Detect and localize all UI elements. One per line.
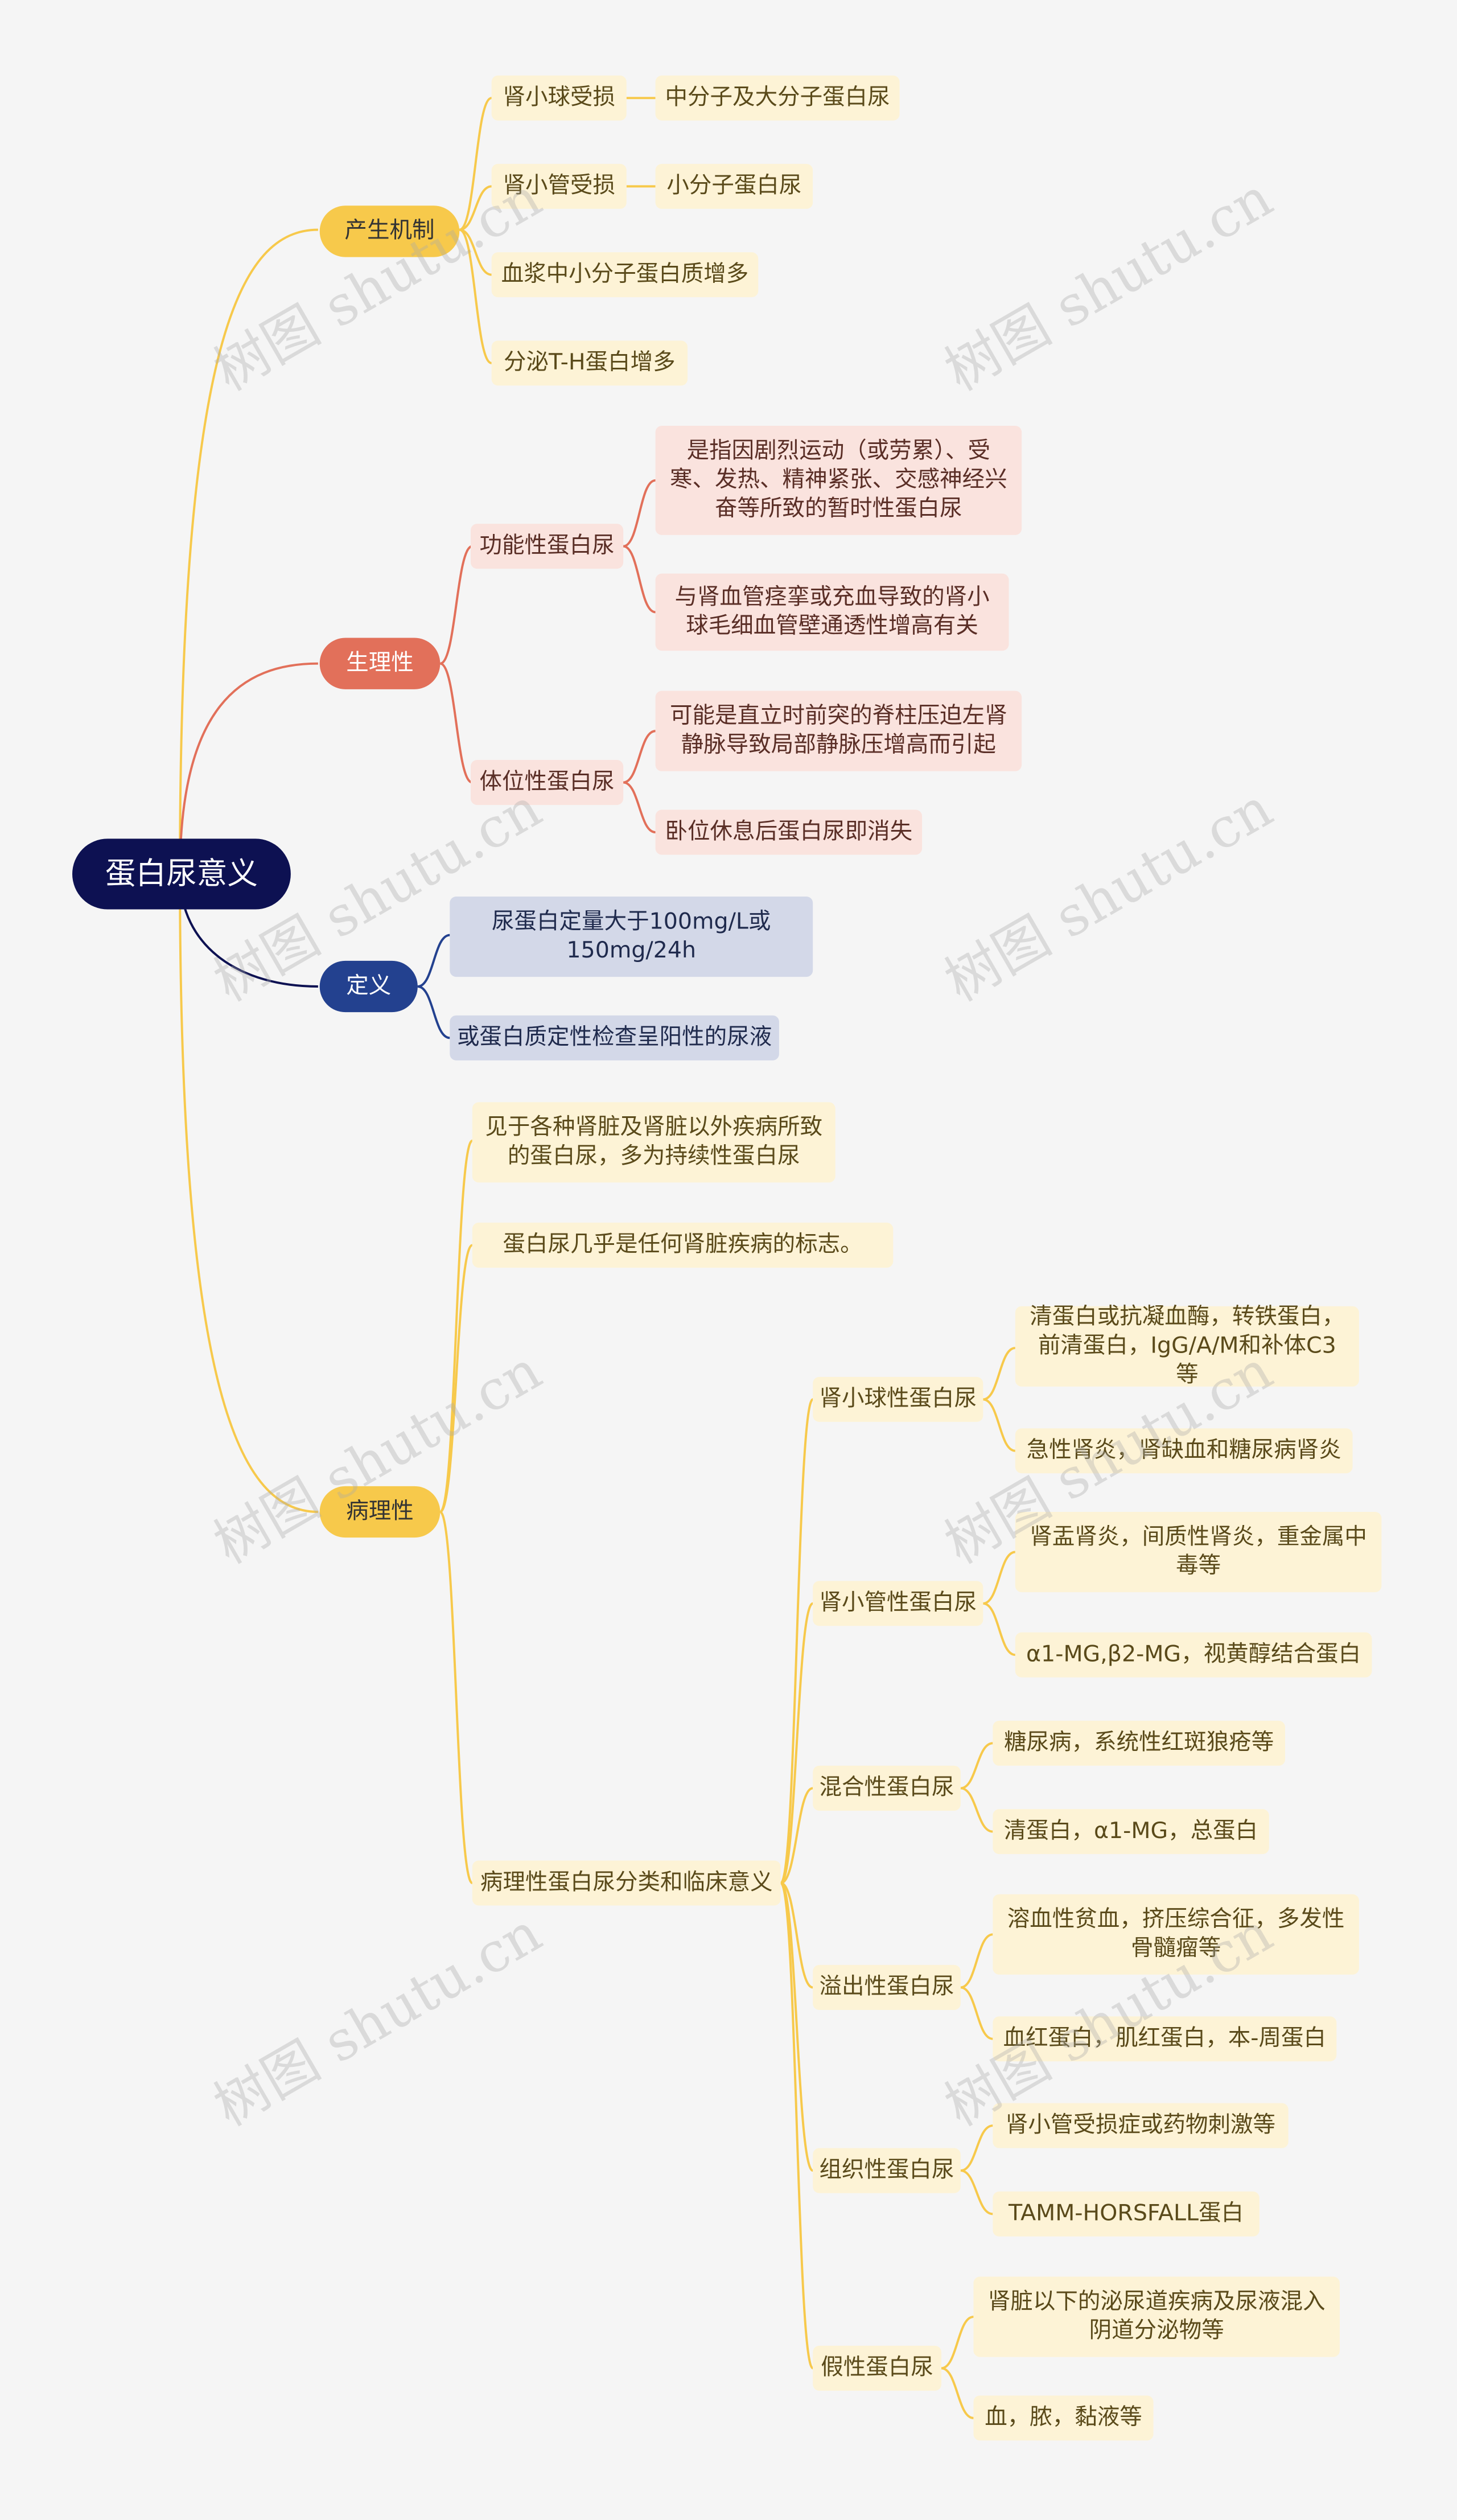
type-tissue[interactable]: 组织性蛋白尿 — [813, 2148, 961, 2193]
tissue-detail-2[interactable]: TAMM-HORSFALL蛋白 — [993, 2191, 1260, 2237]
pathological-note-2[interactable]: 蛋白尿几乎是任何肾脏疾病的标志。 — [472, 1222, 894, 1268]
branch-physiological[interactable]: 生理性 — [319, 638, 441, 689]
type-glomerular[interactable]: 肾小球性蛋白尿 — [813, 1376, 983, 1422]
tissue-detail-1[interactable]: 肾小管受损症或药物刺激等 — [993, 2103, 1289, 2148]
type-false[interactable]: 假性蛋白尿 — [813, 2345, 941, 2391]
false-detail-2[interactable]: 血，脓，黏液等 — [973, 2395, 1154, 2441]
false-detail-1[interactable]: 肾脏以下的泌尿道疾病及尿液混入阴道分泌物等 — [973, 2276, 1340, 2357]
pathological-classification[interactable]: 病理性蛋白尿分类和临床意义 — [472, 1860, 781, 1906]
type-mixed[interactable]: 混合性蛋白尿 — [813, 1765, 961, 1811]
mid-large-molecule-proteinuria[interactable]: 中分子及大分子蛋白尿 — [655, 75, 900, 121]
mixed-detail-1[interactable]: 糖尿病，系统性红斑狼疮等 — [993, 1720, 1285, 1766]
definition-quantity[interactable]: 尿蛋白定量大于100mg/L或150mg/24h — [450, 896, 813, 977]
root-topic[interactable]: 蛋白尿意义 — [72, 838, 291, 910]
functional-proteinuria[interactable]: 功能性蛋白尿 — [470, 524, 624, 569]
tubular-detail-1[interactable]: 肾盂肾炎，间质性肾炎，重金属中毒等 — [1015, 1511, 1382, 1593]
tubular-damage[interactable]: 肾小管受损 — [491, 163, 627, 209]
type-tubular[interactable]: 肾小管性蛋白尿 — [813, 1581, 983, 1626]
branch-pathological[interactable]: 病理性 — [319, 1486, 441, 1538]
postural-proteinuria[interactable]: 体位性蛋白尿 — [470, 760, 624, 805]
postural-detail-2[interactable]: 卧位休息后蛋白尿即消失 — [655, 809, 923, 855]
glomerular-detail-2[interactable]: 急性肾炎，肾缺血和糖尿病肾炎 — [1015, 1428, 1353, 1474]
branch-definition[interactable]: 定义 — [319, 960, 418, 1013]
functional-detail-2[interactable]: 与肾血管痉挛或充血导致的肾小球毛细血管壁通透性增高有关 — [655, 573, 1009, 651]
tubular-detail-2[interactable]: α1-MG,β2-MG，视黄醇结合蛋白 — [1015, 1632, 1372, 1678]
glomerular-damage[interactable]: 肾小球受损 — [491, 75, 627, 121]
branch-mechanism[interactable]: 产生机制 — [319, 205, 460, 257]
definition-qualitative[interactable]: 或蛋白质定性检查呈阳性的尿液 — [450, 1015, 779, 1060]
small-molecule-proteinuria[interactable]: 小分子蛋白尿 — [655, 163, 813, 209]
type-overflow[interactable]: 溢出性蛋白尿 — [813, 1964, 961, 2010]
th-protein-increase[interactable]: 分泌T-H蛋白增多 — [491, 340, 688, 386]
plasma-small-protein-increase[interactable]: 血浆中小分子蛋白质增多 — [491, 252, 759, 298]
functional-detail-1[interactable]: 是指因剧烈运动（或劳累）、受寒、发热、精神紧张、交感神经兴奋等所致的暂时性蛋白尿 — [655, 425, 1022, 535]
glomerular-detail-1[interactable]: 清蛋白或抗凝血酶，转铁蛋白，前清蛋白，IgG/A/M和补体C3等 — [1015, 1305, 1359, 1388]
pathological-note-1[interactable]: 见于各种肾脏及肾脏以外疾病所致的蛋白尿，多为持续性蛋白尿 — [472, 1102, 835, 1183]
overflow-detail-1[interactable]: 溶血性贫血，挤压综合征，多发性骨髓瘤等 — [993, 1894, 1359, 1975]
mixed-detail-2[interactable]: 清蛋白，α1-MG，总蛋白 — [993, 1809, 1269, 1855]
postural-detail-1[interactable]: 可能是直立时前突的脊柱压迫左肾静脉导致局部静脉压增高而引起 — [655, 690, 1022, 771]
overflow-detail-2[interactable]: 血红蛋白，肌红蛋白，本-周蛋白 — [993, 2016, 1337, 2062]
